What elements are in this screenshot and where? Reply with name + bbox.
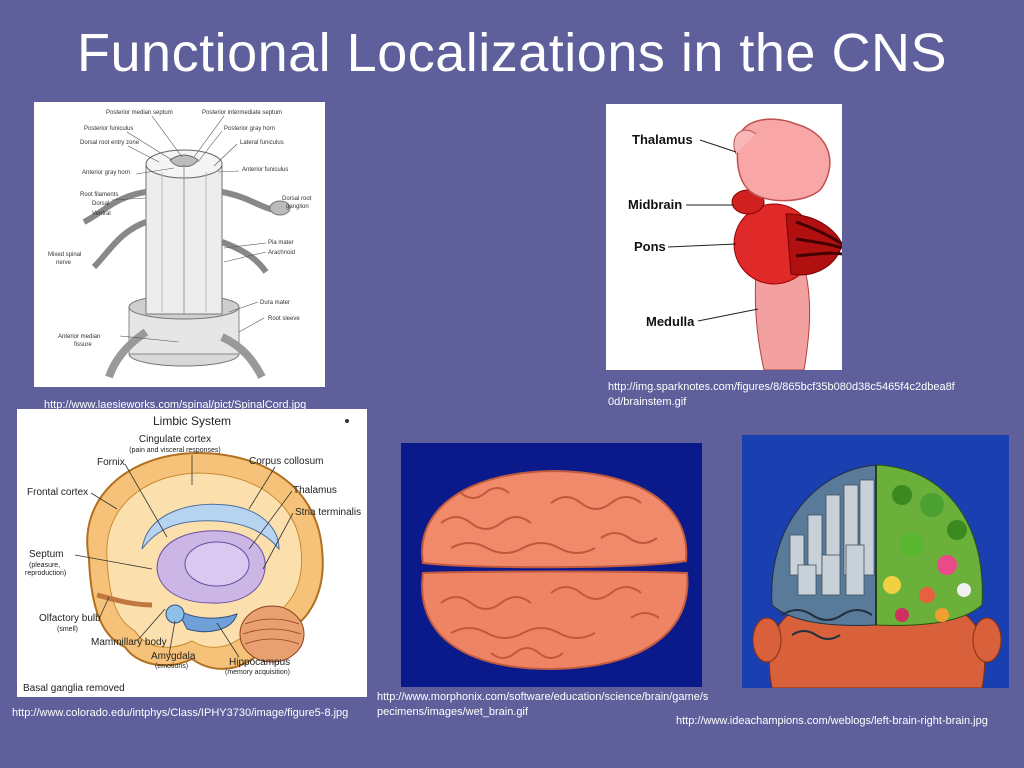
label-medulla: Medulla [646, 314, 695, 329]
label-fornix: Fornix [97, 457, 125, 468]
label-dorsal: Dorsal [92, 201, 109, 207]
label-anterior-funiculus: Anterior funiculus [242, 167, 288, 173]
label-septum-sub2: reproduction) [25, 570, 66, 577]
label-pons: Pons [634, 239, 666, 254]
label-pia-mater: Pia mater [268, 240, 294, 246]
label-mammillary: Mammillary body [91, 637, 167, 648]
label-septum: Septum [29, 549, 63, 560]
label-dura-mater: Dura mater [260, 300, 290, 306]
slide-title: Functional Localizations in the CNS [77, 23, 947, 83]
label-root-sleeve: Root sleeve [268, 316, 300, 322]
brainstem-caption: http://img.sparknotes.com/figures/8/865b… [608, 381, 955, 408]
label-midbrain: Midbrain [628, 197, 682, 212]
label-olfactory: Olfactory bulb [39, 613, 101, 624]
label-thalamus: Thalamus [632, 132, 693, 147]
label-basal: Basal ganglia removed [23, 683, 125, 694]
spinal-cord-caption: http://www.laesieworks.com/spinal/pict/S… [44, 399, 307, 411]
label-mixed-spinal-1: Mixed spinal [48, 252, 81, 258]
label-ventral: Ventral [92, 211, 111, 217]
label-posterior-median-septum: Posterior median septum [106, 110, 173, 116]
left-right-brain-caption: http://www.ideachampions.com/weblogs/lef… [676, 715, 988, 727]
label-dorsal-root-ganglion-1: Dorsal root [282, 196, 312, 202]
label-anterior-gray-horn: Anterior gray horn [82, 170, 130, 176]
wet-brain-image [401, 443, 702, 687]
label-corpus: Corpus collosum [249, 456, 323, 467]
label-posterior-intermediate-septum: Posterior intermediate septum [202, 110, 282, 116]
label-frontal: Frontal cortex [27, 487, 88, 498]
label-anterior-median-1: Anterior median [58, 334, 100, 340]
label-cingulate-sub: (pain and visceral responses) [129, 447, 220, 454]
label-olfactory-sub: (smell) [57, 626, 78, 633]
left-right-brain-image [742, 435, 1009, 688]
label-dorsal-root-entry-zone: Dorsal root entry zone [80, 140, 140, 146]
limbic-system-image: Limbic System Cingulate cortex (pain and… [17, 409, 367, 697]
brainstem-image: Thalamus Midbrain Pons Medulla [606, 104, 842, 370]
label-dorsal-root-ganglion-2: ganglion [286, 204, 309, 210]
label-lateral-funiculus: Lateral funiculus [240, 140, 284, 146]
wet-brain-caption: http://www.morphonix.com/software/educat… [377, 691, 709, 718]
label-arachnoid: Arachnoid [268, 250, 295, 256]
label-amygdala: Amygdala [151, 651, 196, 662]
label-stria: Stria terminalis [295, 507, 361, 518]
label-anterior-median-2: fissure [74, 342, 92, 348]
label-hippocampus: Hippocampus [229, 657, 290, 668]
label-mixed-spinal-2: nerve [56, 260, 72, 266]
label-root-filaments: Root filaments [80, 192, 118, 198]
label-septum-sub1: (pleasure, [29, 562, 60, 569]
limbic-title: Limbic System [153, 414, 231, 428]
label-amygdala-sub: (emotions) [155, 663, 188, 670]
label-posterior-gray-horn: Posterior gray horn [224, 126, 275, 132]
label-thalamus-limbic: Thalamus [293, 485, 337, 496]
limbic-caption: http://www.colorado.edu/intphys/Class/IP… [12, 707, 349, 719]
spinal-cord-image: Posterior median septum Posterior interm… [34, 102, 325, 387]
label-posterior-funiculus: Posterior funiculus [84, 126, 133, 132]
label-cingulate: Cingulate cortex [139, 434, 211, 445]
label-hippocampus-sub: (memory acquisition) [225, 669, 290, 676]
